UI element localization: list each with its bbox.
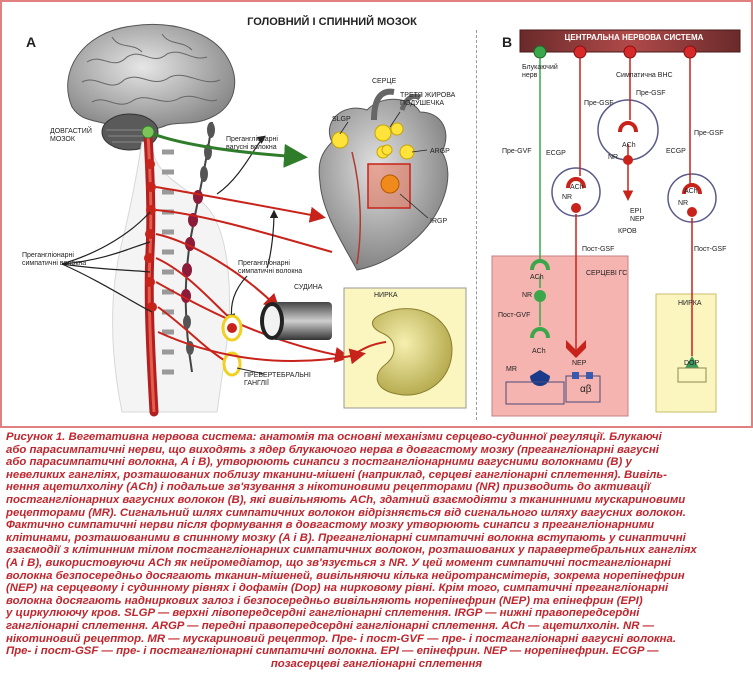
- label-nep: NEP: [630, 216, 645, 223]
- caption-line: (A і B), використовуючи ACh як нейромеді…: [6, 556, 671, 569]
- caption-line: або парасимпатичні волокна, A і B), утво…: [6, 456, 632, 469]
- label-ach-vagal-1: ACh: [530, 274, 544, 281]
- label-vagus: Блукаючий нерв: [522, 64, 558, 79]
- caption-line: взаємодії з клітинним тілом постгангліон…: [6, 544, 697, 557]
- label-alpha-beta: αβ: [580, 384, 592, 395]
- panel-b-label: B: [502, 34, 513, 50]
- label-ecgp-1: ECGP: [546, 150, 566, 157]
- caption-line: волокна досягають надниркових залоз і бе…: [6, 594, 643, 607]
- vagus-post-node: [534, 290, 546, 302]
- caption-line: або парасимпатичні нерви, що виходять з …: [6, 443, 659, 456]
- label-heart-gs: СЕРЦЕВІ ГС: [586, 270, 628, 277]
- figure-frame: ГОЛОВНИЙ І СПИННИЙ МОЗОК A B: [0, 0, 753, 428]
- caption-line: у циркулюючу кров. SLGP — верхні лівопер…: [6, 607, 640, 620]
- label-epi: EPI: [630, 208, 642, 215]
- spinal-cord-core: [146, 133, 156, 413]
- panel-b-diagram: [491, 29, 741, 417]
- irgp-plexus: [380, 174, 400, 194]
- label-fat-pad: ТРЕТЯ ЖИРОВА ПОДУШЕЧКА: [400, 92, 456, 107]
- panel-divider: [476, 30, 477, 420]
- symp-origin-2: [683, 45, 697, 59]
- dop-receptor: [685, 356, 699, 368]
- caption-line: гангліонарні сплетення. ARGP — передні п…: [6, 619, 654, 632]
- label-nr-adrenal: NR: [608, 154, 619, 161]
- label-nep-heart: NEP: [572, 360, 587, 367]
- label-argp: ARGP: [430, 148, 450, 155]
- label-pre-gsf-2: Пре-GSF: [636, 90, 666, 97]
- caption-line: (NEP) на серцевому і судинному рівнях і …: [6, 582, 669, 595]
- symp-origin-1: [623, 45, 637, 59]
- label-mr: MR: [506, 366, 517, 373]
- caption-line: клітинами, розташованими в спинному мозк…: [6, 531, 686, 544]
- caption-line: Фактично симпатичні нерви після формуван…: [6, 519, 655, 532]
- caption-line: нення ацетилхоліну (ACh) і подальше зв'я…: [6, 481, 651, 494]
- vagus-nerve: [141, 125, 308, 168]
- caption-line: волокна безпосередньо досягають тканин-м…: [6, 569, 685, 582]
- ganglionated-plexi: [331, 122, 415, 160]
- figure-title: ГОЛОВНИЙ І СПИННИЙ МОЗОК: [247, 16, 417, 28]
- label-nr-vagal: NR: [522, 292, 533, 299]
- panel-a-label: A: [26, 34, 37, 50]
- ab-receptor: [565, 375, 601, 403]
- label-nr-ecgp-2: NR: [678, 200, 689, 207]
- label-dop: DOP: [684, 360, 700, 367]
- label-pregang-symp-mid: Прегангліонарні симпатичні волокна: [238, 260, 303, 275]
- vagus-origin: [533, 45, 547, 59]
- heart-gs-box: [491, 255, 629, 417]
- caption-line: Пре- і пост-GSF — пре- і постгангліонарн…: [6, 645, 659, 658]
- pregang-symp-lines: [61, 135, 279, 323]
- symp-origin-3: [573, 45, 587, 59]
- label-pre-gvf: Пре-GVF: [502, 148, 532, 155]
- label-post-gsf-2: Пост-GSF: [694, 246, 727, 253]
- label-nr-ecgp-1: NR: [562, 194, 573, 201]
- prevertebral-ganglia: [221, 314, 265, 377]
- label-pre-gsf-3: Пре-GSF: [694, 130, 724, 137]
- label-ecgp-2: ECGP: [666, 148, 686, 155]
- label-kidney-b: НИРКА: [678, 300, 702, 307]
- label-ach-adrenal: ACh: [622, 142, 636, 149]
- figure-caption: Рисунок 1. Вегетативна нервова система: …: [6, 431, 747, 670]
- label-post-gvf: Пост-GVF: [498, 312, 531, 319]
- caption-line: Рисунок 1. Вегетативна нервова система: …: [6, 431, 662, 443]
- label-slgp: SLGP: [332, 116, 351, 123]
- label-post-gsf-1: Пост-GSF: [582, 246, 615, 253]
- renal-fiber: [157, 331, 366, 365]
- label-cns: ЦЕНТРАЛЬНА НЕРВОВА СИСТЕМА: [564, 33, 704, 42]
- label-sympathetic: Симпатична ВНС: [616, 72, 673, 79]
- vagus-receptor-1: [530, 259, 550, 271]
- kidney-box: [343, 287, 467, 409]
- panel-a-illustration: [61, 23, 467, 417]
- label-irgp: IRGP: [430, 218, 448, 225]
- label-prevertebral: ПРЕВЕРТЕБРАЛЬНІ ГАНГЛІЇ: [244, 372, 311, 387]
- label-ach-vagal-2: ACh: [532, 348, 546, 355]
- caption-line: невеликих гангліях, розташованих поблизу…: [6, 468, 667, 481]
- caption-line: нікотиновий рецептор. MR — мускариновий …: [6, 632, 677, 645]
- preganglionic-cell-bodies: [144, 159, 157, 312]
- label-brainstem: ДОВГАСТИЙ МОЗОК: [50, 128, 92, 143]
- label-pregang-symp-left: Прегангліонарні симпатичні волокна: [22, 252, 87, 267]
- label-pregang-vagal: Прегангліонарні вагусні волокна: [226, 136, 278, 151]
- label-pre-gsf-1: Пре-GSF: [584, 100, 614, 107]
- caption-line: рецепторами (MR). Сигнальний шлях симпат…: [6, 506, 686, 519]
- label-blood: КРОВ: [618, 228, 637, 235]
- blood-vessel: [260, 302, 332, 340]
- nep-receptor: [566, 340, 586, 358]
- mr-membrane: [505, 381, 565, 405]
- caption-line: постгангліонарних вагусних волокон (B), …: [6, 493, 686, 506]
- caption-line: позасерцеві гангліонарні сплетення: [270, 657, 483, 670]
- label-heart: СЕРЦЕ: [372, 78, 397, 85]
- label-ach-ecgp-2: ACh: [684, 188, 698, 195]
- label-vessel: СУДИНА: [294, 284, 323, 291]
- vagus-receptor-2: [530, 327, 550, 339]
- brain: [67, 23, 236, 151]
- kidney-box-b: [655, 293, 717, 413]
- label-kidney: НИРКА: [374, 292, 398, 299]
- label-ach-ecgp-1: ACh: [570, 184, 584, 191]
